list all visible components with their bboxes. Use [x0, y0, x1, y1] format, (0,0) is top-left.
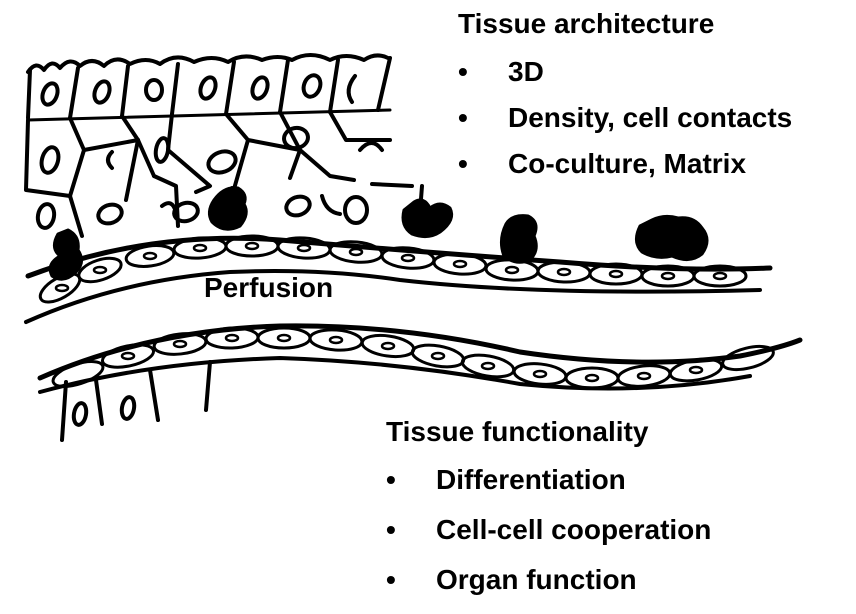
functionality-item-differentiation: Differentiation	[436, 464, 626, 495]
bullet-icon: •	[458, 102, 468, 134]
architecture-item-coculture: Co-culture, Matrix	[508, 148, 746, 179]
bullet-icon: •	[386, 564, 396, 596]
bullet-icon: •	[458, 56, 468, 88]
apical-border	[28, 55, 388, 72]
architecture-heading: Tissue architecture	[458, 8, 714, 40]
list-item: •Density, cell contacts	[508, 102, 792, 148]
upper-wall-outer	[26, 271, 760, 322]
perfusion-label: Perfusion	[204, 272, 333, 304]
endothelial-cells-lower	[50, 327, 775, 391]
architecture-list: •3D •Density, cell contacts •Co-culture,…	[508, 56, 792, 194]
bullet-icon: •	[458, 148, 468, 180]
architecture-item-density: Density, cell contacts	[508, 102, 792, 133]
columnar-nuclei	[40, 73, 355, 107]
functionality-item-organ: Organ function	[436, 564, 637, 595]
list-item: •3D	[508, 56, 792, 102]
list-item: •Organ function	[436, 564, 711, 614]
bullet-icon: •	[386, 514, 396, 546]
architecture-item-3d: 3D	[508, 56, 544, 87]
functionality-list: •Differentiation •Cell-cell cooperation …	[436, 464, 711, 614]
functionality-heading: Tissue functionality	[386, 416, 648, 448]
functionality-item-cooperation: Cell-cell cooperation	[436, 514, 711, 545]
list-item: •Differentiation	[436, 464, 711, 514]
bottom-cells	[62, 362, 210, 440]
bullet-icon: •	[386, 464, 396, 496]
list-item: •Cell-cell cooperation	[436, 514, 711, 564]
list-item: •Co-culture, Matrix	[508, 148, 792, 194]
columnar-cells	[28, 58, 390, 118]
